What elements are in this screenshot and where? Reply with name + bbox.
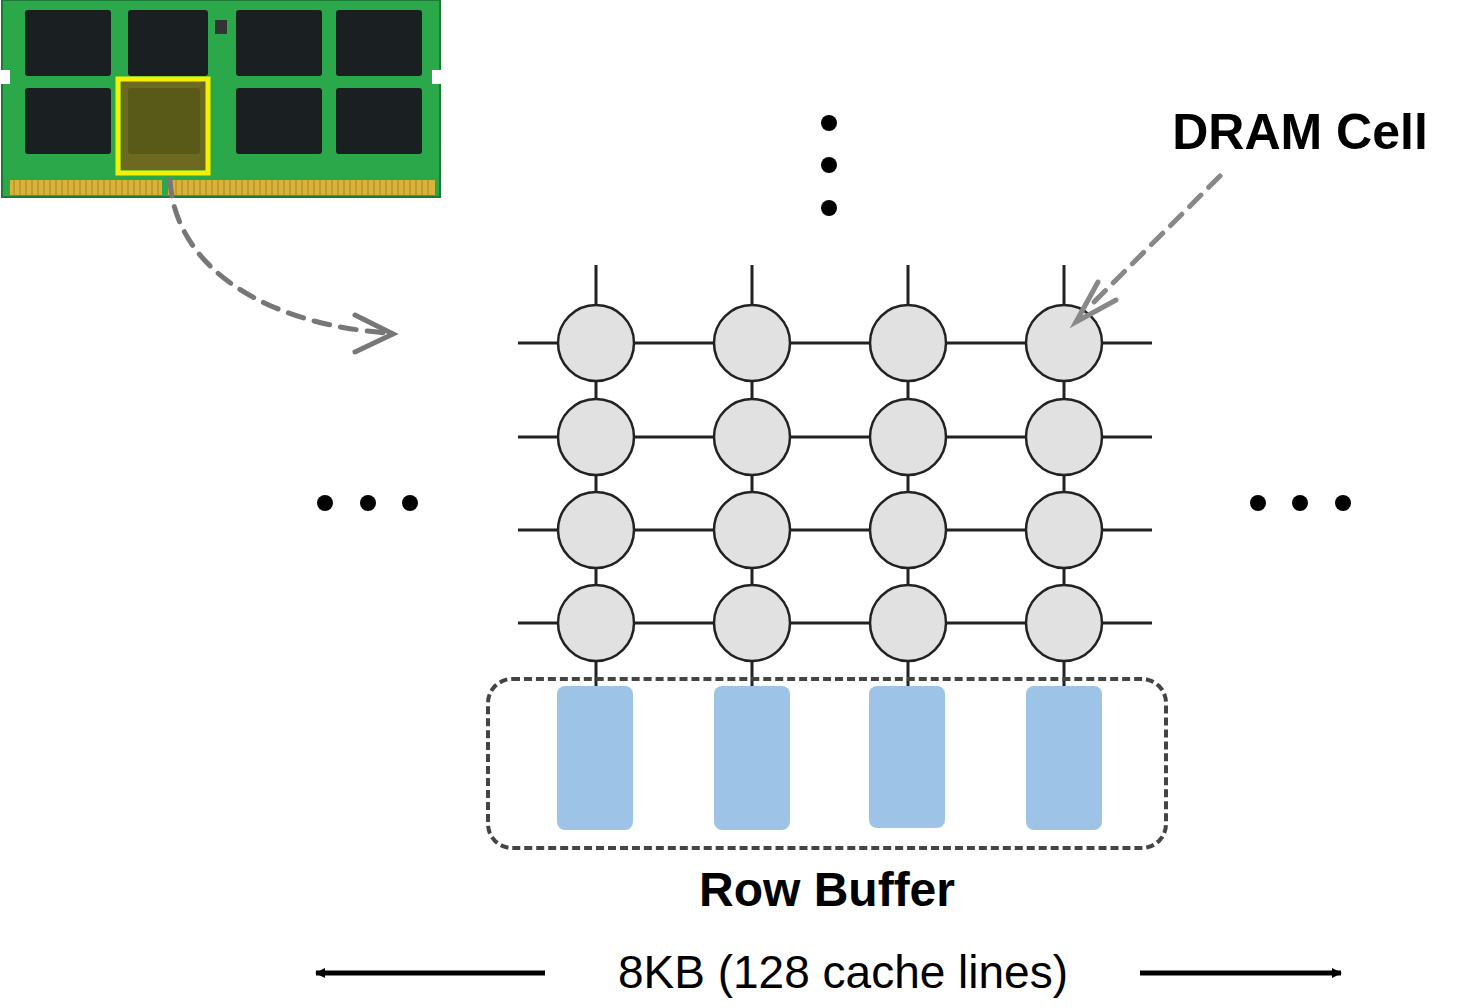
ellipsis-dots bbox=[317, 115, 1351, 511]
leader-arrow bbox=[1076, 176, 1220, 322]
memory-module bbox=[0, 0, 442, 197]
callout-label: DRAM Cell bbox=[1172, 102, 1428, 162]
dimension-label: 8KB (128 cache lines) bbox=[618, 945, 1068, 1000]
node-title: Row Buffer bbox=[490, 862, 1164, 918]
row-buffer: Row Buffer bbox=[486, 677, 1168, 850]
sense-amplifiers bbox=[557, 686, 1102, 830]
dram-cells bbox=[558, 305, 1102, 661]
zoom-arrow bbox=[170, 180, 393, 352]
bitline-wordline-wires bbox=[518, 265, 1152, 690]
